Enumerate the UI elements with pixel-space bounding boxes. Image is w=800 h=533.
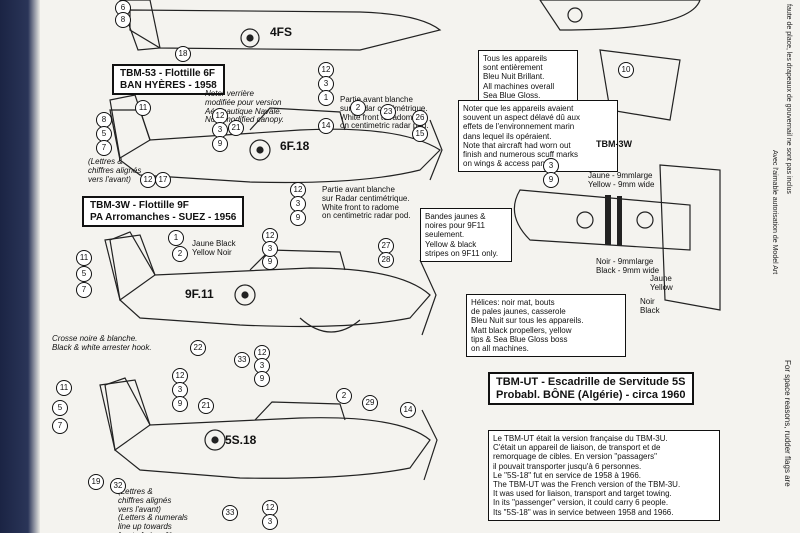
callout-number: 1 [318, 90, 334, 106]
title-tbm3w-line2: PA Arromanches - SUEZ - 1956 [90, 211, 237, 223]
callout-number: 14 [400, 402, 416, 418]
callout-number: 9 [290, 210, 306, 226]
label-noir-black: Noir Black [640, 297, 660, 315]
title-tbmut-line2: Probabl. BÔNE (Algérie) - circa 1960 [496, 388, 686, 401]
margin-rudder-en: For space reasons, rudder flags are [783, 360, 792, 487]
callout-number: 19 [88, 474, 104, 490]
sheet-edge-shadow [0, 0, 40, 533]
callout-number: 9 [254, 371, 270, 387]
title-tbm53: TBM-53 - Flottille 6F BAN HYÈRES - 1958 [112, 64, 225, 95]
note-tbmut-history: Le TBM-UT était la version française du … [488, 430, 720, 521]
label-band-yellow: Jaune - 9mmlarge Yellow - 9mm wide [588, 171, 655, 189]
callout-number: 33 [234, 352, 250, 368]
callout-number: 10 [618, 62, 634, 78]
radar-pod-detail [513, 189, 691, 251]
callout-number: 3 [262, 514, 278, 530]
note-propellers: Hélices: noir mat, bouts de pales jaunes… [466, 294, 626, 358]
callout-number: 7 [76, 282, 92, 298]
label-tbm3w-tag: TBM-3W [596, 139, 632, 149]
callout-number: 9 [543, 172, 559, 188]
callout-number: 2 [350, 100, 366, 116]
callout-number: 3 [318, 76, 334, 92]
callout-number: 32 [110, 478, 126, 494]
callout-number: 14 [318, 118, 334, 134]
callout-number: 7 [96, 140, 112, 156]
label-letters-1: (Lettres & chiffres alignés vers l'avant… [88, 157, 142, 184]
label-letters-2: (Lettres & chiffres alignés vers l'avant… [118, 487, 188, 533]
callout-number: 27 [378, 238, 394, 254]
callout-number: 22 [190, 340, 206, 356]
label-canopy: Noter verrière modifiée pour version Aér… [205, 89, 285, 125]
title-tbm3w-line1: TBM-3W - Flottille 9F [90, 200, 189, 211]
aircraft-tbmut-fuselage [99, 379, 431, 479]
callout-number: 2 [336, 388, 352, 404]
callout-number: 9 [212, 136, 228, 152]
wing-underside-detail [659, 164, 721, 311]
callout-number: 21 [198, 398, 214, 414]
label-radome-1: Partie avant blanche sur Radar centimétr… [340, 95, 429, 131]
title-tbm3w: TBM-3W - Flottille 9F PA Arromanches - S… [82, 196, 245, 227]
code-9f11: 9F.11 [185, 287, 214, 301]
label-radome-2: Partie avant blanche sur Radar centimétr… [322, 185, 411, 221]
title-tbm53-line2: BAN HYÈRES - 1958 [120, 79, 217, 91]
callout-number: 12 [140, 172, 156, 188]
callout-number: 11 [56, 380, 72, 396]
callout-number: 8 [115, 12, 131, 28]
code-5s18: 5S.18 [225, 433, 257, 447]
aircraft-tbm3w-fuselage [104, 234, 431, 328]
note-bands: Bandes jaunes & noires pour 9F11 seuleme… [420, 208, 512, 262]
callout-number: 23 [380, 104, 396, 120]
code-6f18: 6F.18 [280, 139, 310, 153]
title-tbmut: TBM-UT - Escadrille de Servitude 5S Prob… [488, 372, 694, 406]
callout-number: 26 [412, 110, 428, 126]
wing-detail-top [539, 0, 701, 31]
label-arrester: Crosse noire & blanche. Black & white ar… [52, 334, 152, 352]
aircraft-tbm53-fuselage [109, 109, 441, 184]
callout-number: 1 [168, 230, 184, 246]
code-4fs: 4FS [270, 25, 293, 39]
margin-rudder-fr: faute de place, les drapeaux de gouverna… [785, 4, 792, 194]
note-all-aircraft: Tous les appareils sont entièrement Bleu… [478, 50, 578, 104]
callout-number: 28 [378, 252, 394, 268]
title-tbmut-line1: TBM-UT - Escadrille de Servitude 5S [496, 376, 686, 388]
note-environment: Noter que les appareils avaient souvent … [458, 100, 618, 173]
callout-number: 29 [362, 395, 378, 411]
callout-number: 5 [76, 266, 92, 282]
callout-number: 11 [76, 250, 92, 266]
callout-number: 7 [52, 418, 68, 434]
title-tbm53-line1: TBM-53 - Flottille 6F [120, 68, 215, 79]
label-yellow-black: Jaune Black Yellow Noir [192, 239, 236, 257]
margin-model-art: Avec l'aimable autorisation de Model Art [771, 150, 778, 275]
callout-number: 17 [155, 172, 171, 188]
callout-number: 9 [172, 396, 188, 412]
callout-number: 33 [222, 505, 238, 521]
callout-number: 3 [262, 241, 278, 257]
label-band-black: Noir - 9mmlarge Black - 9mm wide [596, 257, 660, 275]
callout-number: 15 [412, 126, 428, 142]
callout-number: 12 [172, 368, 188, 384]
callout-number: 11 [135, 100, 151, 116]
aircraft-top-fuselage [129, 9, 442, 51]
wing-detail-mid [599, 49, 681, 121]
callout-number: 8 [96, 112, 112, 128]
callout-number: 18 [175, 46, 191, 62]
callout-number: 12 [290, 182, 306, 198]
callout-number: 5 [52, 400, 68, 416]
label-jaune-yellow: Jaune Yellow [650, 274, 673, 292]
callout-number: 21 [228, 120, 244, 136]
callout-number: 2 [172, 246, 188, 262]
